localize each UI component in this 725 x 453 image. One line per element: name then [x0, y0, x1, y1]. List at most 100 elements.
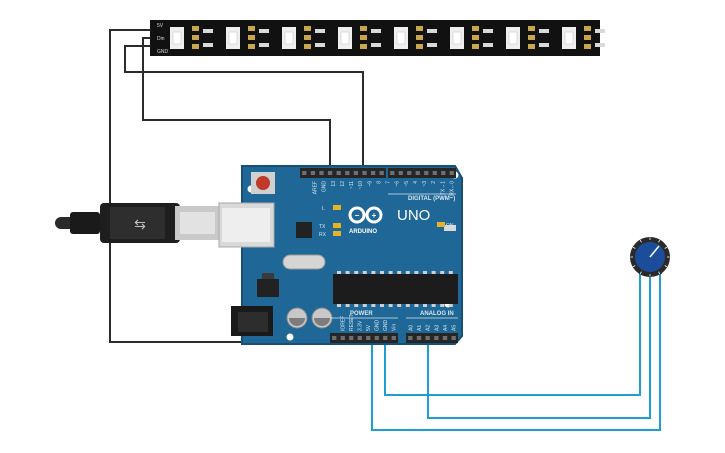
pin-label: 7	[386, 181, 392, 184]
strip-pad	[192, 44, 199, 49]
header-digital-title: DIGITAL (PWM~)	[408, 196, 455, 202]
strip-resistor	[595, 43, 605, 47]
chip-leg	[431, 304, 436, 307]
pot-tick	[664, 246, 668, 249]
header-hole	[424, 171, 429, 175]
pin-label: 2	[431, 181, 437, 184]
chip-legs	[337, 271, 453, 307]
label-tx: TX	[319, 224, 326, 230]
chip-leg	[380, 304, 384, 307]
header-hole	[383, 336, 388, 340]
usb-plug-metal-inner	[180, 212, 215, 234]
strip-pixels	[170, 26, 605, 49]
board-brand: ARDUINO	[349, 229, 377, 235]
led-pixel-lens	[452, 31, 462, 45]
header-hole	[391, 336, 396, 340]
usb-icon: ⇆	[134, 216, 146, 232]
header-digital-left[interactable]	[300, 168, 386, 178]
pot-tick	[664, 265, 668, 268]
header-hole	[408, 336, 413, 340]
led-pixel-lens	[228, 31, 238, 45]
strip-resistor	[371, 29, 381, 33]
led-pixel-lens	[564, 31, 574, 45]
wire-pot-c[interactable]	[371, 272, 661, 431]
microcontroller-chip	[333, 274, 458, 304]
pot-tick	[639, 271, 642, 275]
strip-pad	[416, 26, 423, 31]
strip-resistor	[203, 29, 213, 33]
wire-pot-b[interactable]	[427, 272, 651, 419]
pin-label: GND	[383, 320, 389, 332]
pin-label: AREF	[313, 181, 319, 194]
arduino-logo-icon	[348, 206, 383, 224]
pin-label: 3.3V	[357, 320, 363, 331]
chip-leg	[388, 304, 393, 307]
chip-leg	[362, 304, 367, 307]
led-pixel-lens	[340, 31, 350, 45]
strip-pad	[528, 35, 535, 40]
header-hole	[302, 171, 307, 175]
teal-wires	[371, 272, 661, 431]
usb-plug-grip	[110, 207, 165, 239]
chip-leg	[431, 271, 436, 274]
strip-pad	[472, 44, 479, 49]
wire-strip-gnd[interactable]	[124, 45, 364, 170]
header-power[interactable]	[330, 333, 398, 343]
header-hole	[349, 336, 354, 340]
chip-leg	[371, 271, 376, 274]
pin-label: Vin	[392, 324, 398, 331]
strip-pad	[472, 35, 479, 40]
pin-label: GND	[375, 320, 381, 332]
led-on	[437, 222, 445, 227]
pin-label: A5	[452, 325, 458, 331]
header-hole	[425, 336, 430, 340]
wire-strip-5v[interactable]	[109, 29, 300, 343]
chip-leg	[362, 271, 367, 274]
pot-tick	[639, 239, 642, 243]
strip-pad	[360, 44, 367, 49]
led-l	[333, 205, 341, 210]
label-on: ON	[446, 223, 454, 229]
strip-pad	[528, 44, 535, 49]
header-analog[interactable]	[406, 333, 458, 343]
crystal	[282, 254, 326, 270]
pin-label: RESET	[349, 314, 355, 331]
pin-label: 12	[340, 181, 346, 187]
strip-resistor	[483, 29, 493, 33]
header-hole	[332, 336, 337, 340]
pin-label: A2	[426, 325, 432, 331]
pin-label: ~3	[422, 181, 428, 187]
capacitor-mark	[314, 318, 330, 326]
reset-button[interactable]	[256, 176, 270, 190]
pin-label: A3	[434, 325, 440, 331]
header-digital-right[interactable]	[388, 168, 456, 178]
strip-pad	[584, 44, 591, 49]
chip-leg	[423, 304, 427, 307]
pin-label: ~6	[395, 181, 401, 187]
strip-pad	[248, 26, 255, 31]
chip-leg	[354, 304, 359, 307]
pin-label: IOREF	[340, 316, 346, 331]
wire-pot-a[interactable]	[384, 272, 641, 396]
usb-cable-strain	[70, 212, 100, 234]
label-l: L	[322, 206, 325, 212]
strip-pad	[304, 26, 311, 31]
strip-pad	[304, 44, 311, 49]
wire-strip-din[interactable]	[142, 37, 331, 170]
strip-pin-label-5v: 5V	[157, 23, 164, 29]
pin-label: A4	[443, 325, 449, 331]
potentiometer[interactable]	[630, 237, 670, 277]
header-power-title: POWER	[350, 311, 373, 317]
pin-label: ~5	[404, 181, 410, 187]
usb-jack-inner	[222, 208, 270, 242]
strip-pin-label-din: Din	[157, 36, 165, 42]
chip-leg	[345, 271, 350, 274]
led-strip[interactable]: 5V Din GND	[150, 20, 605, 56]
usb-cable[interactable]: ⇆	[55, 203, 220, 243]
chip-leg	[354, 271, 359, 274]
logo-plus: +	[372, 211, 377, 220]
